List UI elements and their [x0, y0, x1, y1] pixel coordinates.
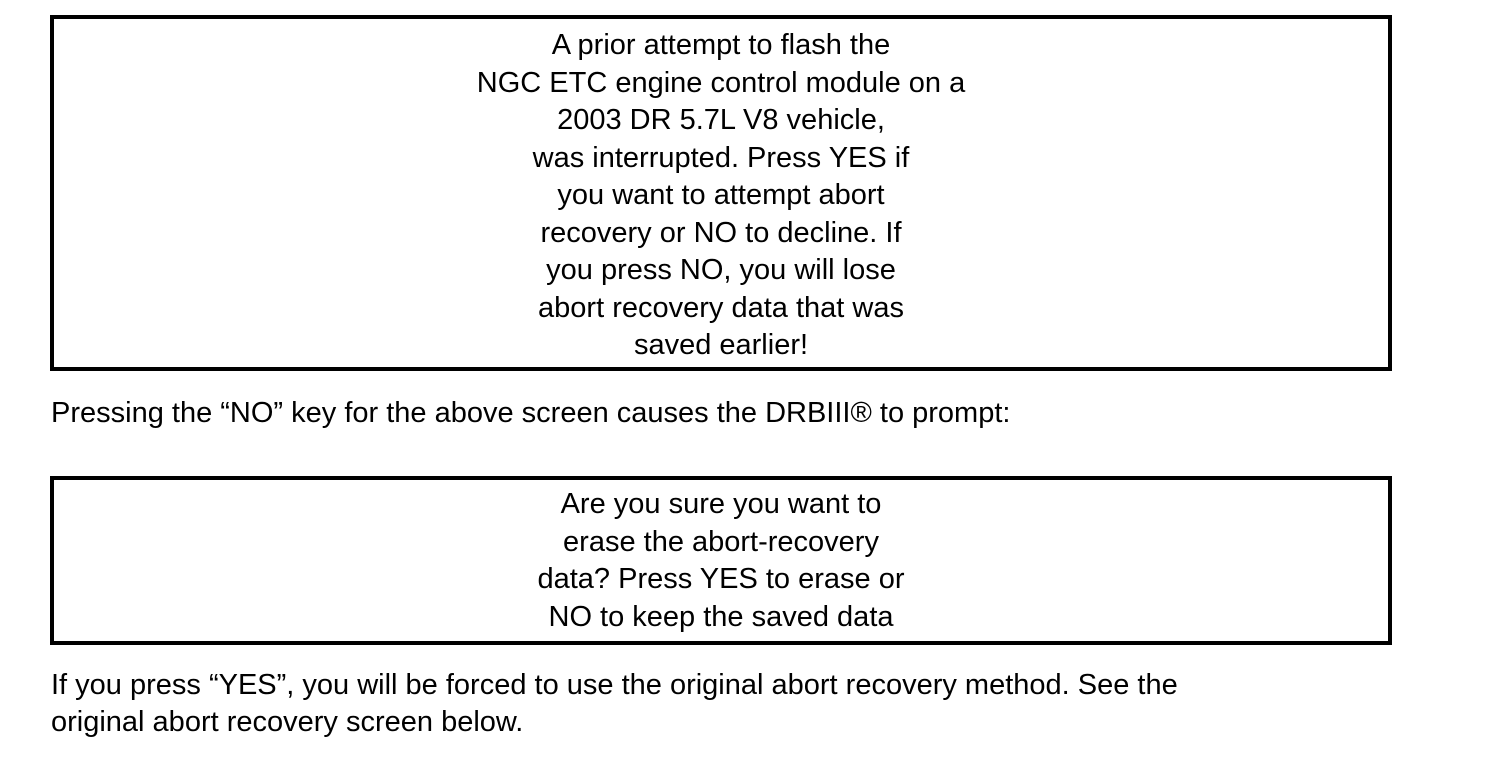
screen1-line: recovery or NO to decline. If	[540, 216, 902, 249]
screen2-line: Are you sure you want to	[560, 488, 882, 520]
screen1-line: NGC ETC engine control module on a	[476, 66, 966, 99]
paragraph-press-yes: If you press “YES”, you will be forced t…	[51, 667, 1451, 741]
screen1-line: saved earlier!	[633, 329, 809, 361]
paragraph2-line2: original abort recovery screen below.	[51, 706, 524, 738]
screen2-line: data? Press YES to erase or	[537, 563, 905, 595]
drb-prompt-screen-abort-recovery: A prior attempt to flash the NGC ETC eng…	[50, 15, 1392, 371]
paragraph-pressing-no: Pressing the “NO” key for the above scre…	[51, 395, 1451, 432]
screen2-line: NO to keep the saved data	[548, 600, 894, 633]
paragraph2-line1: If you press “YES”, you will be forced t…	[51, 669, 1178, 701]
paragraph1-text: Pressing the “NO” key for the above scre…	[51, 397, 1011, 429]
screen1-line: A prior attempt to flash the	[551, 29, 891, 61]
screen1-line: 2003 DR 5.7L V8 vehicle,	[557, 104, 885, 136]
screen1-line: was interrupted. Press YES if	[532, 141, 910, 174]
screen1-line: you press NO, you will lose	[546, 254, 896, 286]
screen2-line: erase the abort-recovery	[563, 525, 879, 558]
drb-prompt-screen-erase-confirmation: Are you sure you want to erase the abort…	[50, 476, 1392, 645]
screen1-line: you want to attempt abort	[557, 179, 885, 211]
screen1-line: abort recovery data that was	[538, 291, 904, 324]
